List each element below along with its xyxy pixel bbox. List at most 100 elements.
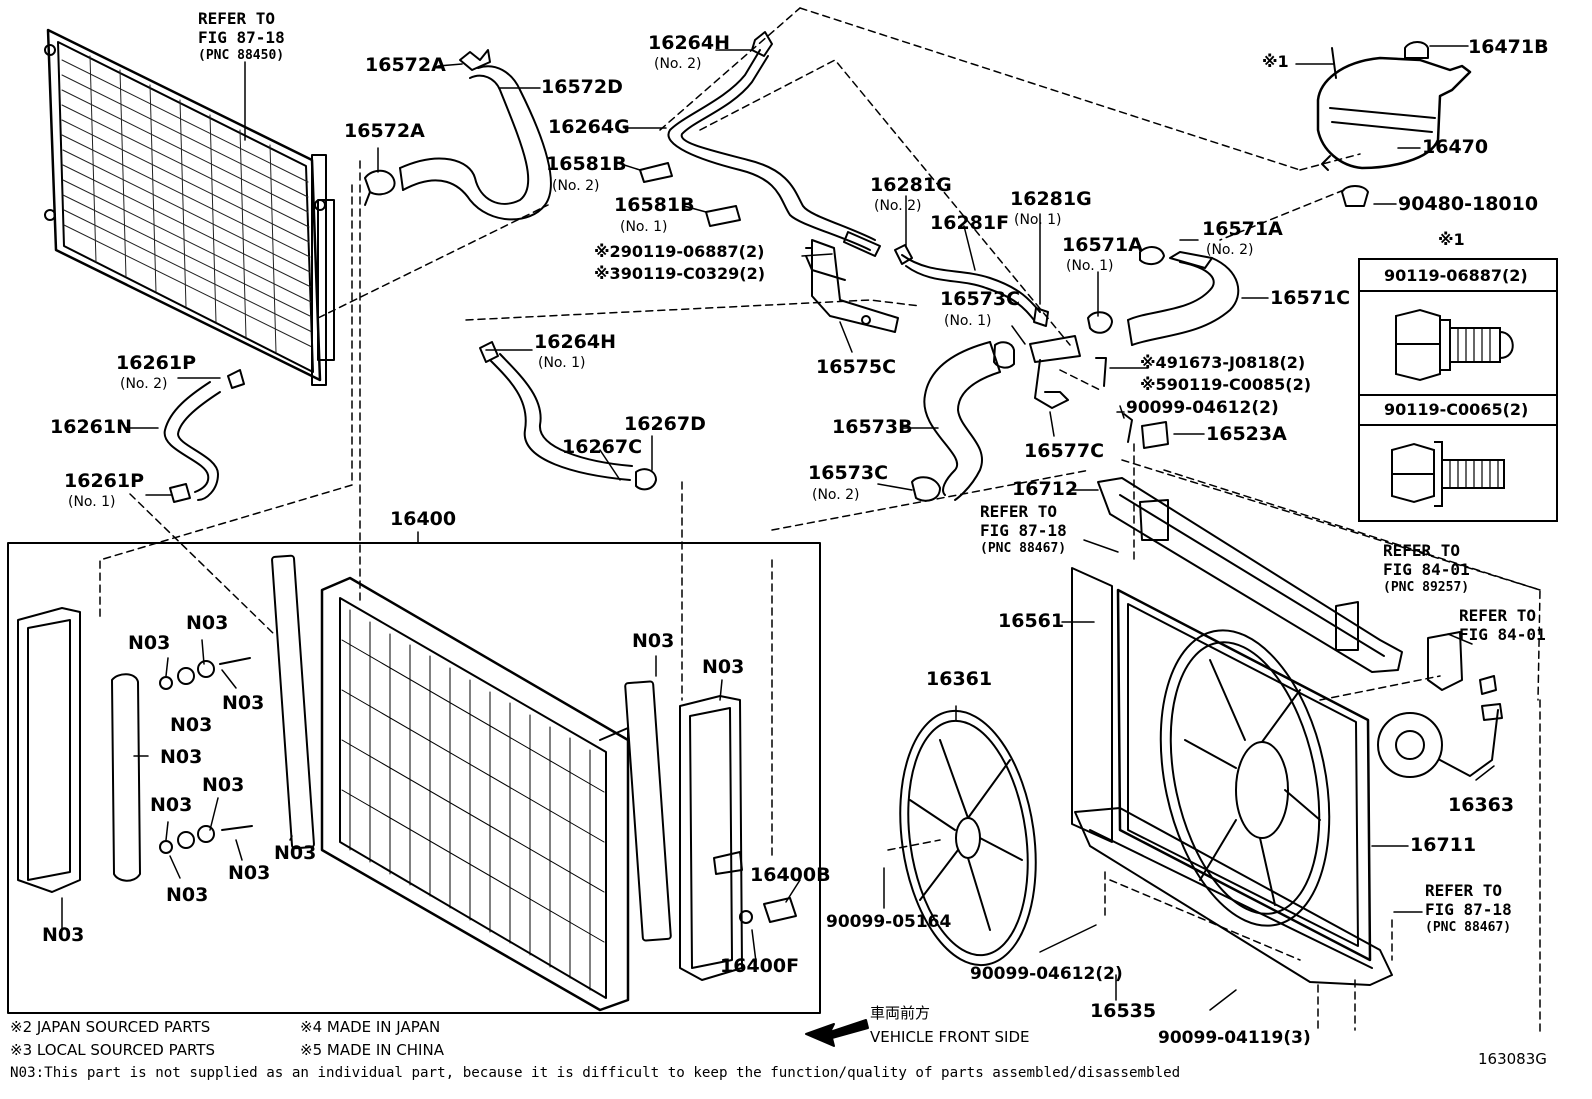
ref-condenser: REFER TO FIG 87-18 (PNC 88450): [198, 9, 285, 63]
sub-16281g-no1: (No. 1): [1014, 212, 1062, 228]
label-16264h-no2: 16264H: [648, 32, 731, 54]
label-n03-12: N03: [632, 630, 675, 652]
label-16573b: 16573B: [832, 416, 913, 438]
clamp-16581b-no2: [639, 162, 673, 183]
sub-16571a-no1: (No. 1): [1066, 258, 1114, 274]
label-16575c: 16575C: [816, 356, 897, 378]
hose-16571c-drawing: [1087, 246, 1240, 346]
legend-bolt1-label: 90119-06887(2): [1384, 266, 1528, 285]
vehicle-front-en: VEHICLE FRONT SIDE: [870, 1028, 1030, 1046]
legend-divider-1: [1360, 290, 1556, 292]
ref-radiator-support: REFER TO FIG 87-18 (PNC 88467): [980, 502, 1067, 556]
label-16523a: 16523A: [1206, 423, 1287, 445]
leader-lines: [61, 45, 1495, 1011]
front-arrow-shape: [805, 1019, 869, 1047]
radiator-box: [7, 542, 821, 1014]
drain-plugs-drawing: [159, 657, 753, 924]
label-16267d: 16267D: [624, 413, 706, 435]
gasket-right: [624, 680, 672, 942]
label-16573c-no1: 16573C: [940, 288, 1021, 310]
label-16572a-mid: 16572A: [344, 120, 425, 142]
sub-16281g-no2: (No. 2): [874, 198, 922, 214]
label-n03-7: N03: [202, 774, 245, 796]
label-16267c: 16267C: [562, 436, 643, 458]
label-16571a-no1: 16571A: [1062, 234, 1143, 256]
footnote-japan-sourced: ※2 JAPAN SOURCED PARTS: [10, 1018, 211, 1036]
label-n03-3: N03: [170, 714, 213, 736]
hose-16267c-drawing: [479, 341, 657, 491]
figure-code: 163083G: [1478, 1050, 1547, 1068]
sub-16581b-no1: (No. 1): [620, 219, 668, 235]
label-16281g-no2: 16281G: [870, 174, 952, 196]
radiator-tanks-drawing: [17, 607, 797, 981]
label-16281f: 16281F: [930, 212, 1010, 234]
label-16264g: 16264G: [548, 116, 630, 138]
label-16261n: 16261N: [50, 416, 133, 438]
radiator-core-drawing: [320, 576, 630, 1012]
label-16535: 16535: [1090, 1000, 1157, 1022]
label-n03-2: N03: [186, 612, 229, 634]
upper-hose-drawing: [364, 49, 552, 221]
label-16581b-no1: 16581B: [614, 194, 695, 216]
upper-support-drawing: [1097, 477, 1403, 673]
legend-bolt2-label: 90119-C0065(2): [1384, 400, 1529, 419]
label-m3-bolt: ※390119-C0329(2): [594, 264, 766, 283]
label-16264h-no1: 16264H: [534, 331, 617, 353]
label-90099-04612-bot: 90099-04612(2): [970, 964, 1123, 984]
label-n03-9: N03: [228, 862, 271, 884]
label-16712: 16712: [1012, 478, 1079, 500]
label-m2-bolt: ※290119-06887(2): [594, 242, 765, 261]
label-16572d: 16572D: [541, 76, 623, 98]
hose-16573b-drawing: [911, 335, 1081, 502]
label-16471b: 16471B: [1468, 36, 1549, 58]
fan-in-shroud-drawing: [1159, 629, 1331, 927]
label-16581b-no2: 16581B: [546, 153, 627, 175]
label-16571c: 16571C: [1270, 287, 1351, 309]
label-n03-10: N03: [274, 842, 317, 864]
footnote-local-sourced: ※3 LOCAL SOURCED PARTS: [10, 1041, 215, 1059]
ref-lower: REFER TO FIG 87-18 (PNC 88467): [1425, 881, 1512, 935]
vehicle-front-jp: 車両前方: [870, 1004, 931, 1022]
relay-drawing: [1427, 631, 1463, 691]
label-16361: 16361: [926, 668, 993, 690]
label-90099-04119: 90099-04119(3): [1158, 1028, 1311, 1048]
legend-bolt2-icon: [1391, 441, 1505, 507]
air-guide-drawing: [1071, 567, 1113, 843]
label-16571a-no2: 16571A: [1202, 218, 1283, 240]
condenser-drawing: [44, 28, 335, 386]
label-16261p-no1: 16261P: [64, 470, 145, 492]
label-16572a-top: 16572A: [365, 54, 446, 76]
ref-relay: REFER TO FIG 84-01 (PNC 89257): [1383, 541, 1470, 595]
label-16400f: 16400F: [720, 955, 800, 977]
sub-16261p-no1: (No. 1): [68, 494, 116, 510]
label-90480: 90480-18010: [1398, 193, 1539, 215]
fan-16361-drawing: [899, 709, 1037, 967]
sub-16573c-no1: (No. 1): [944, 313, 992, 329]
sub-16264h-no2: (No. 2): [654, 56, 702, 72]
label-16363: 16363: [1448, 794, 1515, 816]
gasket-left: [271, 554, 315, 850]
hose-16281f-drawing: [894, 244, 1049, 327]
ref-motor: REFER TO FIG 84-01: [1459, 606, 1546, 644]
legend-divider-2: [1360, 394, 1556, 396]
label-16470: 16470: [1422, 136, 1489, 158]
label-16561: 16561: [998, 610, 1065, 632]
footnote-made-in-china: ※5 MADE IN CHINA: [300, 1041, 444, 1059]
footnote-made-in-japan: ※4 MADE IN JAPAN: [300, 1018, 441, 1036]
label-90099-05164: 90099-05164: [826, 912, 952, 932]
label-16281g-no1: 16281G: [1010, 188, 1092, 210]
legend-title: ※1: [1438, 230, 1465, 249]
fan-motor-drawing: [1377, 703, 1503, 778]
label-90099-04612-top: 90099-04612(2): [1126, 398, 1279, 418]
sub-16261p-no2: (No. 2): [120, 376, 168, 392]
label-16261p-no2: 16261P: [116, 352, 197, 374]
legend-box: 90119-06887(2) 90119-C0065(2): [1358, 258, 1558, 522]
footnote-n03: N03:This part is not supplied as an indi…: [10, 1065, 1181, 1081]
sub-16571a-no2: (No. 2): [1206, 242, 1254, 258]
sub-16581b-no2: (No. 2): [552, 178, 600, 194]
sub-16264h-no1: (No. 1): [538, 355, 586, 371]
label-16400: 16400: [390, 508, 457, 530]
label-16400b: 16400B: [750, 864, 831, 886]
